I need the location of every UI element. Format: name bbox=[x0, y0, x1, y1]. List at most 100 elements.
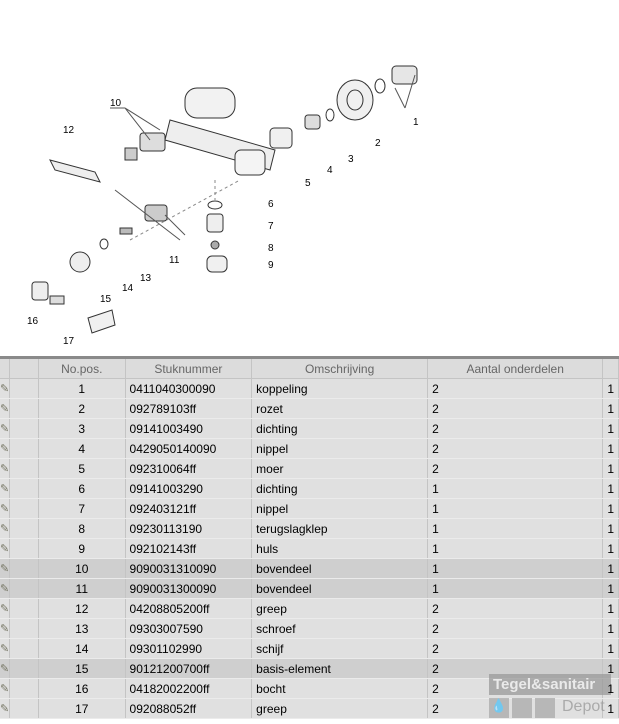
cell-pos: 7 bbox=[38, 498, 126, 519]
watermark-logo: Tegel&sanitair 💧 Depot bbox=[489, 674, 619, 724]
cell-pos: 9 bbox=[38, 538, 126, 559]
edit-icon[interactable]: ✎ bbox=[0, 698, 11, 719]
cell-pos: 16 bbox=[38, 678, 126, 699]
cell-description: nippel bbox=[251, 438, 429, 459]
table-row[interactable]: ✎ 4 0429050140090 nippel 2 1 bbox=[0, 438, 619, 459]
cell-partnumber: 09141003290 bbox=[125, 478, 253, 499]
callout-6: 6 bbox=[268, 199, 274, 210]
callout-10: 10 bbox=[110, 98, 122, 109]
cell-extra: 1 bbox=[607, 401, 614, 416]
cell-description: moer bbox=[251, 458, 429, 479]
cell-description: greep bbox=[251, 598, 429, 619]
table-row[interactable]: ✎ 11 9090031300090 bovendeel 1 1 bbox=[0, 578, 619, 599]
callout-3: 3 bbox=[348, 154, 354, 165]
cell-description: dichting bbox=[251, 418, 429, 439]
edit-icon[interactable]: ✎ bbox=[0, 478, 11, 499]
cell-quantity: 2 bbox=[427, 458, 604, 479]
cell-pos: 17 bbox=[38, 698, 126, 719]
table-row[interactable]: ✎ 12 04208805200ff greep 2 1 bbox=[0, 598, 619, 619]
callout-15: 15 bbox=[100, 294, 112, 305]
edit-icon[interactable]: ✎ bbox=[0, 538, 11, 559]
callout-4: 4 bbox=[327, 165, 333, 176]
edit-icon[interactable]: ✎ bbox=[0, 638, 11, 659]
drop-icon: 💧 bbox=[489, 698, 509, 718]
edit-icon[interactable]: ✎ bbox=[0, 558, 11, 579]
edit-icon[interactable]: ✎ bbox=[0, 518, 11, 539]
cell-pos: 10 bbox=[38, 558, 126, 579]
cell-quantity: 2 bbox=[427, 438, 604, 459]
table-row[interactable]: ✎ 2 092789103ff rozet 2 1 bbox=[0, 398, 619, 419]
cell-quantity: 1 bbox=[427, 498, 604, 519]
edit-icon[interactable]: ✎ bbox=[0, 578, 11, 599]
table-header: No.pos. Stuknummer Omschrijving Aantal o… bbox=[0, 357, 619, 379]
cell-quantity: 1 bbox=[427, 578, 604, 599]
cell-description: dichting bbox=[251, 478, 429, 499]
watermark-sub: Depot bbox=[562, 698, 605, 715]
callout-8: 8 bbox=[268, 243, 274, 254]
edit-icon[interactable]: ✎ bbox=[0, 598, 11, 619]
watermark-brand: Tegel&sanitair bbox=[489, 674, 611, 695]
table-row[interactable]: ✎ 1 0411040300090 koppeling 2 1 bbox=[0, 378, 619, 399]
cell-pos: 1 bbox=[38, 378, 126, 399]
table-row[interactable]: ✎ 13 09303007590 schroef 2 1 bbox=[0, 618, 619, 639]
table-row[interactable]: ✎ 6 09141003290 dichting 1 1 bbox=[0, 478, 619, 499]
cell-extra: 1 bbox=[607, 421, 614, 436]
cell-quantity: 2 bbox=[427, 398, 604, 419]
cell-extra: 1 bbox=[607, 621, 614, 636]
callout-1: 1 bbox=[413, 117, 419, 128]
cell-pos: 13 bbox=[38, 618, 126, 639]
callout-9: 9 bbox=[268, 260, 274, 271]
cell-quantity: 2 bbox=[427, 598, 604, 619]
table-row[interactable]: ✎ 14 09301102990 schijf 2 1 bbox=[0, 638, 619, 659]
edit-icon[interactable]: ✎ bbox=[0, 678, 11, 699]
edit-icon[interactable]: ✎ bbox=[0, 658, 11, 679]
cell-partnumber: 09141003490 bbox=[125, 418, 253, 439]
cell-pos: 4 bbox=[38, 438, 126, 459]
cell-extra: 1 bbox=[607, 601, 614, 616]
cell-extra: 1 bbox=[607, 441, 614, 456]
cell-extra: 1 bbox=[607, 481, 614, 496]
callout-5: 5 bbox=[305, 178, 311, 189]
col-quantity[interactable]: Aantal onderdelen bbox=[427, 357, 604, 379]
col-description[interactable]: Omschrijving bbox=[251, 357, 429, 379]
cell-description: greep bbox=[251, 698, 429, 719]
callout-14: 14 bbox=[122, 283, 134, 294]
table-row[interactable]: ✎ 9 092102143ff huls 1 1 bbox=[0, 538, 619, 559]
table-row[interactable]: ✎ 15 90121200700ff basis-element 2 1 bbox=[0, 658, 619, 679]
table-row[interactable]: ✎ 10 9090031310090 bovendeel 1 1 bbox=[0, 558, 619, 579]
col-partnumber[interactable]: Stuknummer bbox=[125, 357, 253, 379]
table-row[interactable]: ✎ 8 09230113190 terugslagklep 1 1 bbox=[0, 518, 619, 539]
cell-partnumber: 092403121ff bbox=[125, 498, 253, 519]
cell-partnumber: 09303007590 bbox=[125, 618, 253, 639]
callout-11: 11 bbox=[169, 255, 180, 266]
cell-pos: 12 bbox=[38, 598, 126, 619]
edit-icon[interactable]: ✎ bbox=[0, 418, 11, 439]
cell-description: schroef bbox=[251, 618, 429, 639]
cell-extra: 1 bbox=[607, 681, 614, 696]
cell-extra: 1 bbox=[607, 561, 614, 576]
cell-pos: 8 bbox=[38, 518, 126, 539]
callout-12: 12 bbox=[63, 125, 75, 136]
table-row[interactable]: ✎ 3 09141003490 dichting 2 1 bbox=[0, 418, 619, 439]
exploded-parts-diagram: 1 2 3 4 5 6 7 8 9 10 11 12 13 14 15 16 1… bbox=[27, 65, 419, 347]
cell-quantity: 1 bbox=[427, 558, 604, 579]
table-row[interactable]: ✎ 5 092310064ff moer 2 1 bbox=[0, 458, 619, 479]
parts-table: No.pos. Stuknummer Omschrijving Aantal o… bbox=[0, 356, 619, 719]
callout-17: 17 bbox=[63, 336, 75, 347]
edit-icon[interactable]: ✎ bbox=[0, 458, 11, 479]
edit-icon[interactable]: ✎ bbox=[0, 618, 11, 639]
cell-extra: 1 bbox=[607, 641, 614, 656]
edit-icon[interactable]: ✎ bbox=[0, 378, 11, 399]
cell-description: bovendeel bbox=[251, 558, 429, 579]
col-pos[interactable]: No.pos. bbox=[38, 357, 126, 379]
edit-icon[interactable]: ✎ bbox=[0, 398, 11, 419]
table-row[interactable]: ✎ 7 092403121ff nippel 1 1 bbox=[0, 498, 619, 519]
cell-description: bovendeel bbox=[251, 578, 429, 599]
edit-icon[interactable]: ✎ bbox=[0, 498, 11, 519]
cell-pos: 6 bbox=[38, 478, 126, 499]
cell-extra: 1 bbox=[607, 501, 614, 516]
edit-icon[interactable]: ✎ bbox=[0, 438, 11, 459]
cell-pos: 5 bbox=[38, 458, 126, 479]
callout-2: 2 bbox=[375, 138, 381, 149]
cell-partnumber: 092310064ff bbox=[125, 458, 253, 479]
